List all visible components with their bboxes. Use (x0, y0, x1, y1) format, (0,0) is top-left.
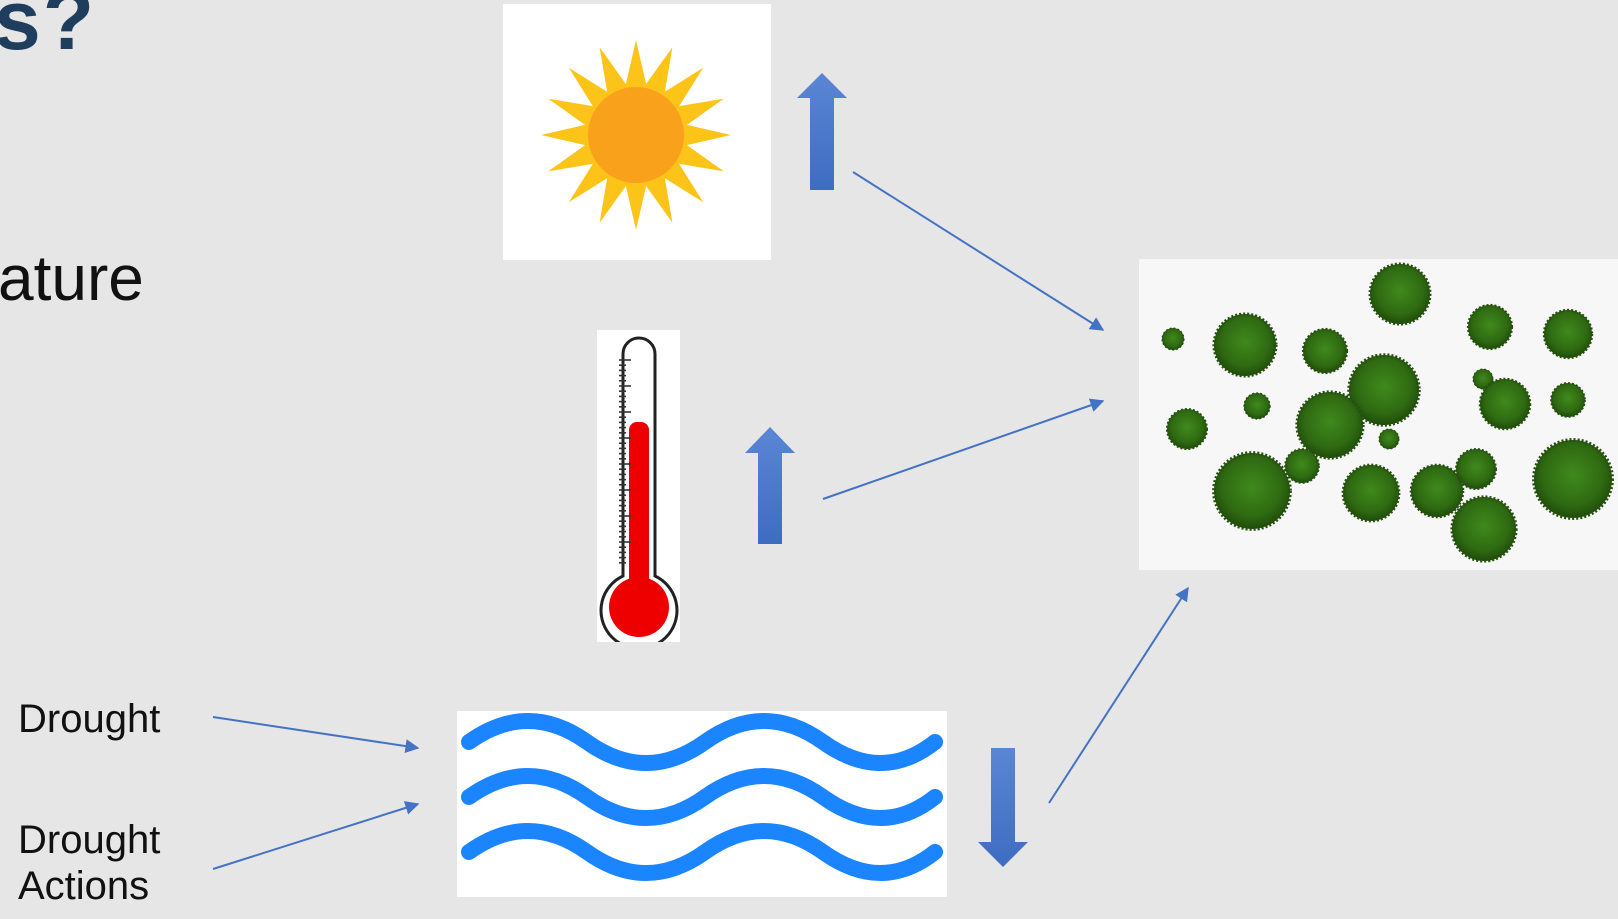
algae-cell (1284, 448, 1320, 484)
thermometer-image (597, 330, 680, 650)
algae-cell (1472, 368, 1494, 390)
algae-cell (1295, 390, 1365, 460)
algae-icon (1161, 262, 1614, 563)
algae-cell (1466, 303, 1514, 351)
algae-cell (1341, 463, 1401, 523)
slide-title-fragment: s? (0, 0, 97, 67)
up-arrow-icon (745, 427, 795, 544)
algae-cell (1368, 262, 1432, 326)
label-drought-actions-line2: Actions (18, 864, 150, 908)
sun-icon (541, 40, 731, 230)
algae-cell (1455, 448, 1497, 490)
algae-cell (1542, 308, 1594, 360)
algae-cell (1550, 382, 1586, 418)
algae-cell (1409, 463, 1465, 519)
algae-cell (1378, 428, 1400, 450)
algae-image (1139, 259, 1618, 570)
algae-cell (1347, 353, 1421, 427)
label-drought-actions-line1: Drought (18, 818, 161, 862)
thermometer-icon (599, 336, 679, 650)
water-waves-icon (461, 713, 943, 881)
algae-cell (1301, 327, 1349, 375)
label-drought: Drought (18, 697, 161, 741)
water-image (457, 711, 947, 897)
algae-cell (1166, 408, 1208, 450)
algae-cell (1243, 392, 1271, 420)
connector-water-to-algae (1048, 586, 1189, 804)
up-arrow-icon (797, 73, 847, 190)
connector-drought-to-water (212, 716, 420, 754)
algae-cell (1212, 451, 1292, 531)
down-arrow-icon (978, 748, 1028, 867)
sun-image (503, 4, 771, 260)
label-drought-actions: Drought Actions (18, 817, 160, 909)
algae-cell (1478, 377, 1532, 431)
algae-cell (1532, 438, 1614, 520)
algae-cell (1450, 495, 1518, 563)
connector-sun-to-algae (852, 171, 1105, 331)
connector-temp-to-algae (822, 398, 1105, 500)
connector-actions-to-water (212, 801, 420, 870)
bullet-text-fragment: ature (0, 242, 144, 314)
algae-cell (1161, 327, 1185, 351)
algae-cell (1212, 312, 1278, 378)
